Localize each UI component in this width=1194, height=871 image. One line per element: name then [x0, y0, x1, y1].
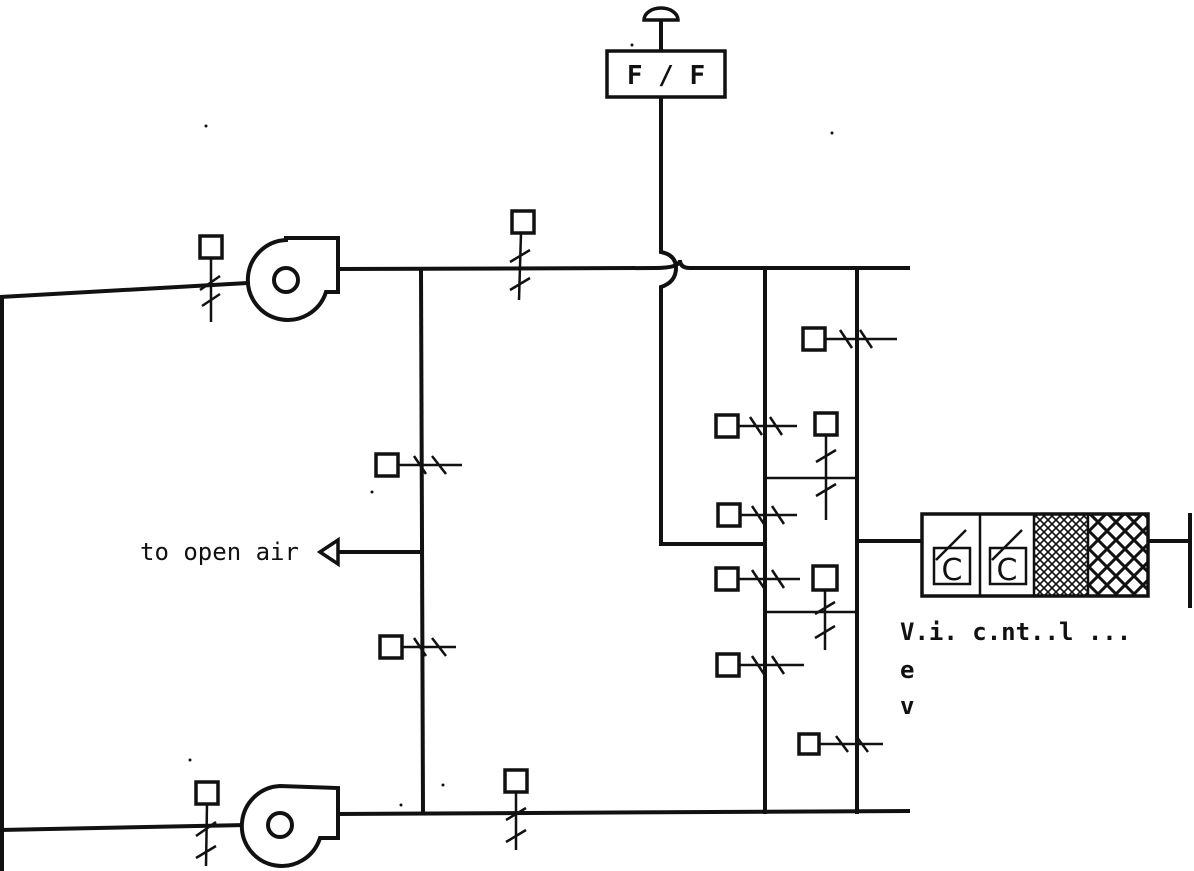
fire-fan-duct	[659, 95, 767, 546]
fine-filter-icon	[1035, 515, 1087, 595]
note-line-2: e	[900, 656, 914, 684]
middle-riser-duct	[418, 267, 426, 815]
lower-main-duct	[335, 808, 911, 817]
damper-icon	[194, 780, 220, 867]
fan-hub-icon	[266, 811, 294, 839]
damper-icon	[811, 564, 839, 650]
lower-intake-duct	[0, 822, 248, 833]
fire-fan-label: F / F	[627, 61, 705, 91]
outlet-arrow-icon	[316, 536, 340, 568]
cutoff-note: V.i. c.nt..l ... e v	[900, 618, 1131, 720]
main-ducts	[0, 95, 1192, 871]
damper-icon	[378, 634, 456, 660]
filter-c-box	[988, 546, 1028, 586]
note-line-3: v	[900, 692, 914, 720]
damper-icon	[503, 768, 529, 850]
filter-slash-icon	[935, 529, 967, 561]
lower-fan	[239, 783, 340, 868]
upper-fan	[245, 236, 340, 322]
damper-icon	[715, 652, 804, 678]
upper-main-duct	[335, 259, 910, 272]
open-air-label: to open air	[140, 538, 299, 566]
damper-icon	[509, 209, 536, 301]
damper-icon	[714, 566, 800, 592]
filter-bank: C C	[920, 512, 1150, 598]
filter-c-box	[932, 546, 972, 586]
damper-icon	[801, 326, 897, 352]
filter-c-label: C	[997, 553, 1018, 588]
coarse-filter-icon	[1089, 515, 1147, 595]
damper-icon	[374, 452, 462, 478]
filter-slash-icon	[991, 529, 1023, 561]
fire-fan-box	[605, 49, 727, 99]
damper-icon	[813, 411, 839, 520]
horizontal-damper-group	[374, 326, 897, 756]
note-line-1: V.i. c.nt..l ...	[900, 618, 1131, 646]
fire-fan-unit: F / F	[605, 6, 727, 99]
damper-icon	[797, 732, 883, 756]
damper-icon	[198, 234, 224, 322]
open-air-outlet: to open air	[140, 536, 340, 568]
filter-c-label: C	[942, 553, 963, 588]
damper-icon	[716, 502, 797, 528]
fire-fan-bell-icon	[642, 6, 680, 22]
vertical-damper-group	[194, 209, 839, 867]
scan-specks	[188, 43, 834, 807]
fan-hub-icon	[272, 266, 300, 294]
damper-icon	[714, 413, 797, 439]
